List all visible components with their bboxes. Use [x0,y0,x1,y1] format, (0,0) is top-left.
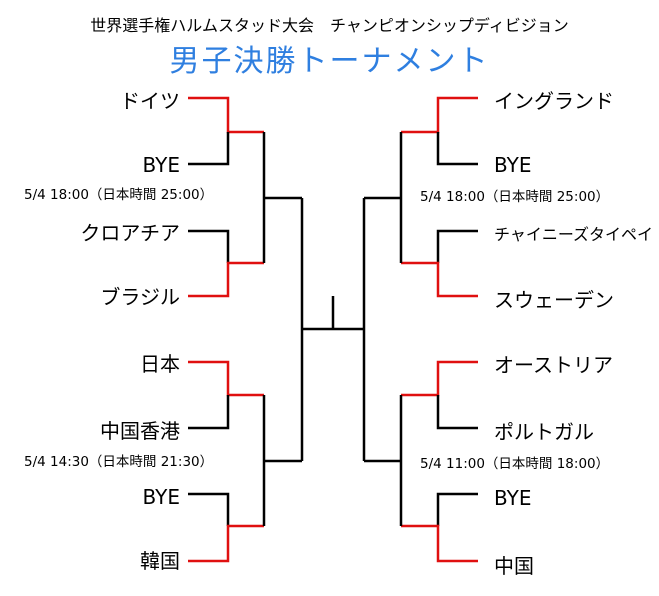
left-match-3 [188,360,264,430]
right-match-3 [401,360,478,430]
team-left-3: クロアチア [80,221,180,245]
team-left-2: BYE [142,153,180,177]
team-left-8: 韓国 [140,549,180,573]
team-left-1: ドイツ [120,89,180,113]
tournament-title: 男子決勝トーナメント [169,44,490,79]
team-left-6: 中国香港 [100,419,180,443]
team-right-2: BYE [494,153,532,177]
team-left-7: BYE [142,485,180,509]
left-match-4 [188,492,264,563]
team-left-4: ブラジル [100,285,180,309]
team-right-1: イングランド [494,89,614,113]
right-match-2 [401,229,478,298]
right-match-1 [401,96,478,166]
tournament-subtitle: 世界選手権ハルムスタッド大会 チャンピオンシップディビジョン [90,16,569,35]
schedule-right-lower: 5/4 11:00（日本時間 18:00） [420,456,610,472]
schedule-left-upper: 5/4 18:00（日本時間 25:00） [24,187,214,203]
schedule-right-upper: 5/4 18:00（日本時間 25:00） [420,189,610,205]
team-left-5: 日本 [140,352,180,376]
schedule-left-lower: 5/4 14:30（日本時間 21:30） [24,454,214,470]
team-right-3: チャイニーズタイペイ [494,225,654,244]
team-right-4: スウェーデン [494,288,614,312]
team-right-5: オーストリア [494,353,613,377]
left-match-1 [188,96,264,166]
team-right-7: BYE [494,486,532,510]
team-right-8: 中国 [494,554,534,578]
left-match-2 [188,229,264,298]
right-match-4 [401,492,478,563]
team-right-6: ポルトガル [494,420,594,444]
